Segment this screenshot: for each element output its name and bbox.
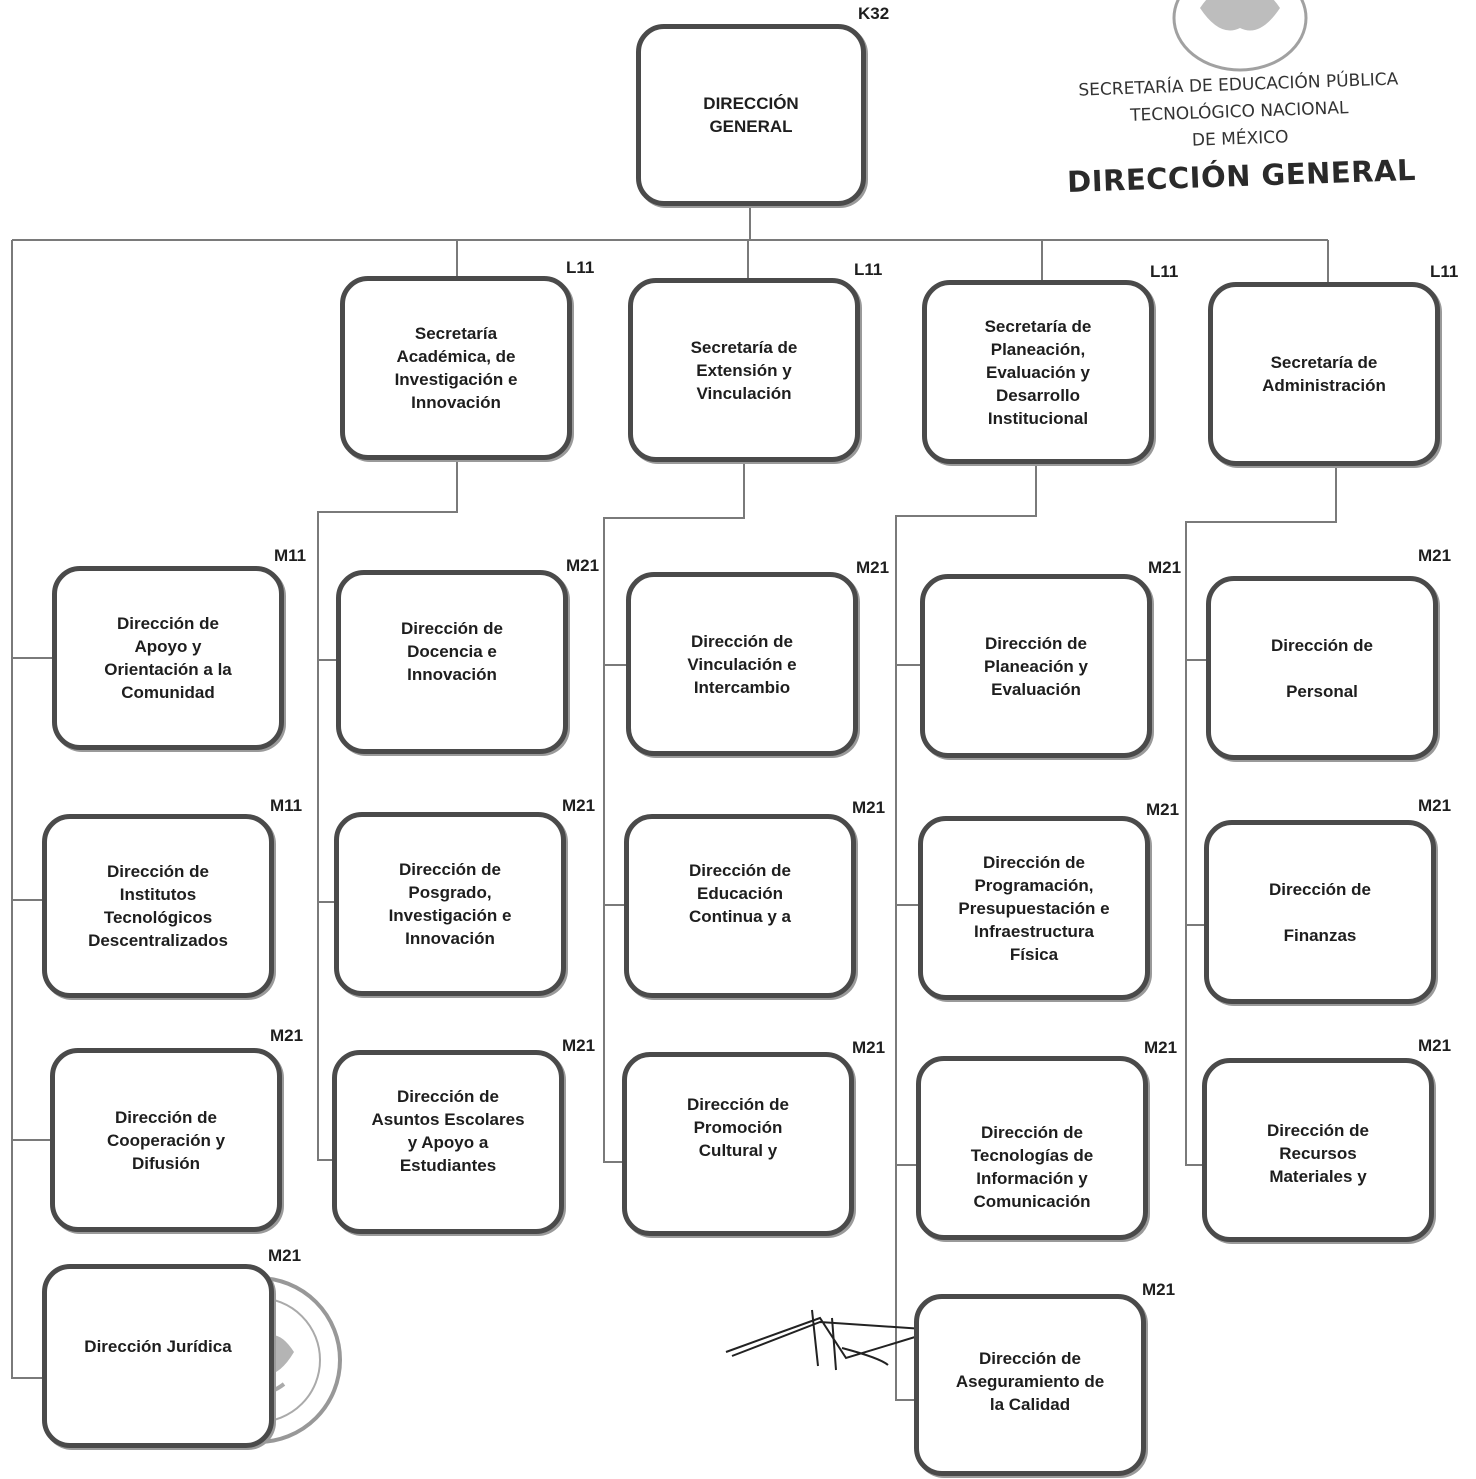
connector-planeacion bbox=[895, 462, 1037, 1401]
code-dir-tecnologias: M21 bbox=[1144, 1038, 1178, 1057]
node-sec-planeacion: Secretaría de Planeación, Evaluación y D… bbox=[922, 280, 1154, 464]
code-dir-programacion: M21 bbox=[1146, 800, 1180, 819]
node-sec-extension: Secretaría de Extensión y Vinculación bbox=[628, 278, 860, 462]
node-direccion-general: DIRECCIÓN GENERAL bbox=[636, 24, 866, 206]
node-dir-programacion: Dirección de Programación, Presupuestaci… bbox=[918, 816, 1150, 1000]
node-dir-tecnologias: Dirección de Tecnologías de Información … bbox=[916, 1056, 1148, 1240]
code-dir-finanzas: M21 bbox=[1418, 796, 1452, 815]
node-dir-recursos: Dirección de Recursos Materiales y bbox=[1202, 1058, 1434, 1242]
code-direccion-general: K32 bbox=[858, 4, 890, 23]
code-sec-administracion: L11 bbox=[1430, 262, 1459, 281]
code-dir-aseguramiento: M21 bbox=[1142, 1280, 1176, 1299]
connector-academica bbox=[317, 458, 458, 1161]
node-sec-academica: Secretaría Académica, de Investigación e… bbox=[340, 276, 572, 460]
node-dir-promocion: Dirección de Promoción Cultural y bbox=[622, 1052, 854, 1236]
node-dir-personal: Dirección de Personal bbox=[1206, 576, 1438, 760]
code-dir-planeacion: M21 bbox=[1148, 558, 1182, 577]
node-dir-juridica: Dirección Jurídica bbox=[42, 1264, 274, 1448]
node-dir-educacion: Dirección de Educación Continua y a bbox=[624, 814, 856, 998]
code-dir-recursos: M21 bbox=[1418, 1036, 1452, 1055]
node-sec-administracion: Secretaría de Administración bbox=[1208, 282, 1440, 466]
node-dir-finanzas: Dirección de Finanzas bbox=[1204, 820, 1436, 1004]
code-dir-personal: M21 bbox=[1418, 546, 1452, 565]
node-dir-apoyo: Dirección de Apoyo y Orientación a la Co… bbox=[52, 566, 284, 750]
node-dir-planeacion: Dirección de Planeación y Evaluación bbox=[920, 574, 1152, 758]
code-dir-apoyo: M11 bbox=[274, 546, 307, 565]
node-dir-aseguramiento: Dirección de Aseguramiento de la Calidad bbox=[914, 1294, 1146, 1476]
node-dir-asuntos: Dirección de Asuntos Escolares y Apoyo a… bbox=[332, 1050, 564, 1234]
code-dir-asuntos: M21 bbox=[562, 1036, 596, 1055]
connector-administracion bbox=[1185, 465, 1337, 1166]
connector-left-column bbox=[11, 240, 52, 1379]
code-dir-cooperacion: M21 bbox=[270, 1026, 304, 1045]
code-sec-extension: L11 bbox=[854, 260, 883, 279]
code-dir-docencia: M21 bbox=[566, 556, 600, 575]
code-dir-vinculacion: M21 bbox=[856, 558, 890, 577]
node-dir-posgrado: Dirección de Posgrado, Investigación e I… bbox=[334, 812, 566, 996]
code-dir-educacion: M21 bbox=[852, 798, 886, 817]
header-legend: SECRETARÍA DE EDUCACIÓN PÚBLICA TECNOLÓG… bbox=[1038, 65, 1442, 200]
code-sec-planeacion: L11 bbox=[1150, 262, 1179, 281]
node-dir-docencia: Dirección de Docencia e Innovación bbox=[336, 570, 568, 754]
code-sec-academica: L11 bbox=[566, 258, 595, 277]
code-dir-juridica: M21 bbox=[268, 1246, 302, 1265]
code-dir-posgrado: M21 bbox=[562, 796, 596, 815]
connector-dg-bus bbox=[12, 206, 1329, 285]
node-dir-cooperacion: Dirección de Cooperación y Difusión bbox=[50, 1048, 282, 1232]
code-dir-institutos: M11 bbox=[270, 796, 303, 815]
code-dir-promocion: M21 bbox=[852, 1038, 886, 1057]
node-dir-institutos: Dirección de Institutos Tecnológicos Des… bbox=[42, 814, 274, 998]
node-dir-vinculacion: Dirección de Vinculación e Intercambio bbox=[626, 572, 858, 756]
signature-icon bbox=[725, 1309, 939, 1371]
coat-of-arms-seal-icon bbox=[1172, 0, 1308, 72]
